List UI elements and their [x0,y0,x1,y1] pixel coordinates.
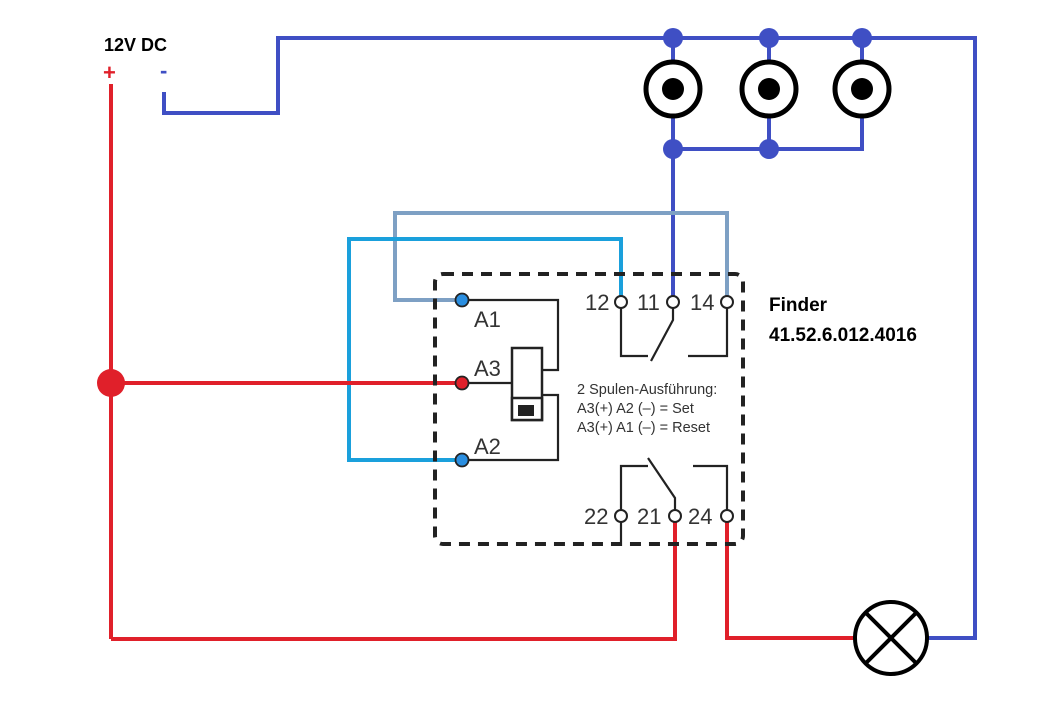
relay-note-line1: 2 Spulen-Ausführung: [577,382,717,398]
terminal-14[interactable] [720,295,734,309]
wire-set [347,237,623,462]
relay-note-line3: A3(+) A1 (–) = Reset [577,420,710,436]
label-24: 24 [688,504,712,529]
label-a3: A3 [474,356,501,381]
terminal-a3[interactable] [454,375,470,391]
label-a1: A1 [474,307,501,332]
pushbutton-1[interactable] [643,59,703,119]
label-14: 14 [690,290,714,315]
terminal-21[interactable] [668,509,682,523]
supply-minus: - [160,58,167,83]
terminal-a2[interactable] [454,452,470,468]
junction-dot-positive [97,369,125,397]
lamp [853,600,929,676]
relay-model: 41.52.6.012.4016 [769,325,917,346]
lamp-cross [864,611,918,665]
wire-negative-supply [162,36,977,640]
lower-contact-wiring [619,457,729,546]
relay-note-line2: A3(+) A2 (–) = Set [577,401,694,417]
wire-24-to-lamp [725,516,854,640]
pushbutton-3[interactable] [832,59,892,119]
terminal-24[interactable] [720,509,734,523]
junction-dot [759,139,779,159]
pushbutton-2[interactable] [739,59,799,119]
terminal-12[interactable] [614,295,628,309]
pushbutton-center [758,78,780,100]
pushbutton-center [851,78,873,100]
junction-dot [852,28,872,48]
supply-label: 12V DC [104,35,167,55]
terminal-22[interactable] [614,509,628,523]
coil-symbol [510,346,544,422]
coil-wiring [468,298,560,462]
terminal-a1[interactable] [454,292,470,308]
label-a2: A2 [474,434,501,459]
label-22: 22 [584,504,608,529]
junction-dot [759,28,779,48]
junctions [663,28,872,159]
wires [109,36,977,641]
junction-dot [663,28,683,48]
wire-reset [393,211,729,302]
terminal-11[interactable] [666,295,680,309]
label-11: 11 [637,290,660,315]
wire-positive-to-21 [111,516,677,641]
upper-contact-wiring [619,308,729,362]
supply-plus: + [103,60,116,85]
relay-brand: Finder [769,295,828,316]
junction-dot [663,139,683,159]
pushbutton-center [662,78,684,100]
pushbuttons [643,59,892,119]
label-21: 21 [637,504,661,529]
label-12: 12 [585,290,609,315]
relay: A1 A3 A2 12 11 14 22 21 24 2 Spulen-Ausf… [433,272,745,546]
